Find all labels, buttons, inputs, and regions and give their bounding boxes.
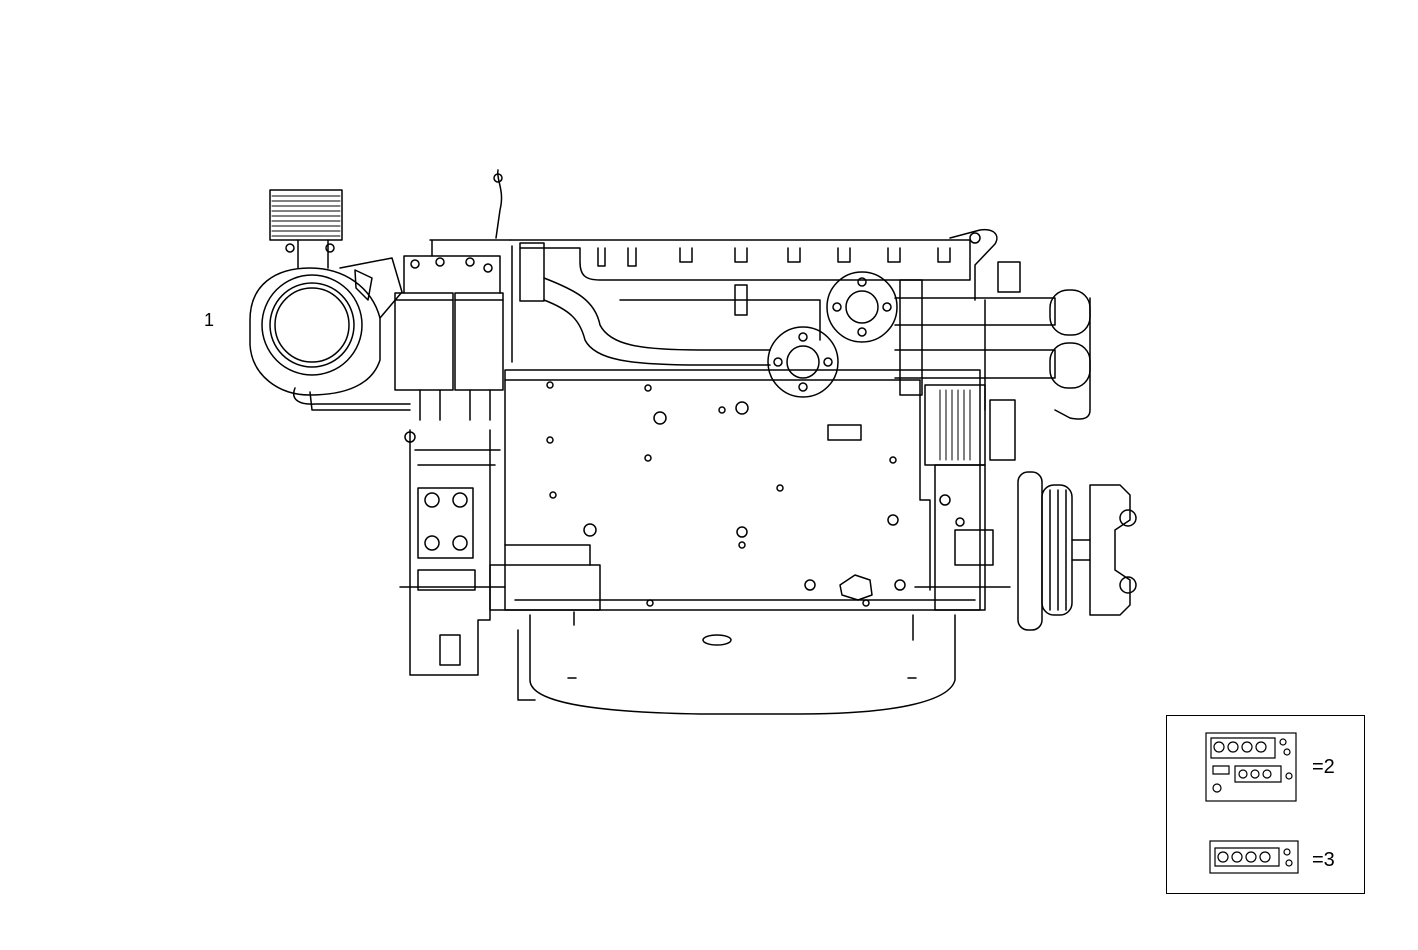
engine-mount-left <box>399 429 601 676</box>
crankshaft-pulley <box>1017 471 1137 631</box>
engine-block <box>504 369 981 611</box>
coolant-pipes <box>894 261 1091 420</box>
pipe-flanges <box>767 271 898 398</box>
parts-legend-box: =2 =3 <box>1166 715 1365 894</box>
callout-label-1: 1 <box>204 310 215 330</box>
legend-quantity-3: =3 <box>1312 849 1335 871</box>
fuel-filters <box>394 169 511 421</box>
oil-sump <box>517 611 956 715</box>
gasket-kit-two-layer-icon <box>1205 732 1297 802</box>
exhaust-manifold <box>509 228 998 366</box>
engine-mount-right <box>914 384 1016 611</box>
legend-quantity-2: =2 <box>1312 756 1335 778</box>
turbocharger <box>249 189 411 411</box>
gasket-kit-single-layer-icon <box>1209 840 1299 874</box>
